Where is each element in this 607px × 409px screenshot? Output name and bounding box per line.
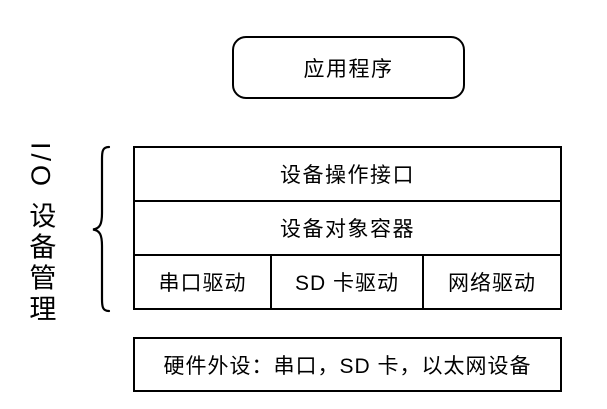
sd-card-driver-label: SD 卡驱动 — [294, 272, 399, 295]
network-driver-cell: 网络驱动 — [424, 256, 560, 308]
network-driver-label: 网络驱动 — [448, 272, 536, 295]
application-label: 应用程序 — [303, 57, 394, 81]
hardware-peripherals-box: 硬件外设：串口，SD 卡，以太网设备 — [133, 337, 562, 392]
device-operation-interface-label: 设备操作接口 — [280, 164, 415, 187]
device-object-container-row: 设备对象容器 — [135, 202, 560, 256]
device-object-container-label: 设备对象容器 — [280, 218, 415, 241]
sd-card-driver-cell: SD 卡驱动 — [272, 256, 424, 308]
device-operation-interface-row: 设备操作接口 — [135, 148, 560, 202]
io-device-management-label: I/O 设备管理 — [25, 142, 56, 326]
hardware-peripherals-label: 硬件外设：串口，SD 卡，以太网设备 — [163, 354, 532, 378]
serial-driver-label: 串口驱动 — [158, 272, 247, 295]
left-brace-icon — [91, 145, 111, 313]
io-stack: 设备操作接口 设备对象容器 串口驱动 SD 卡驱动 网络驱动 — [133, 146, 562, 310]
serial-driver-cell: 串口驱动 — [135, 256, 272, 308]
application-box: 应用程序 — [232, 36, 465, 99]
driver-row: 串口驱动 SD 卡驱动 网络驱动 — [135, 256, 560, 308]
